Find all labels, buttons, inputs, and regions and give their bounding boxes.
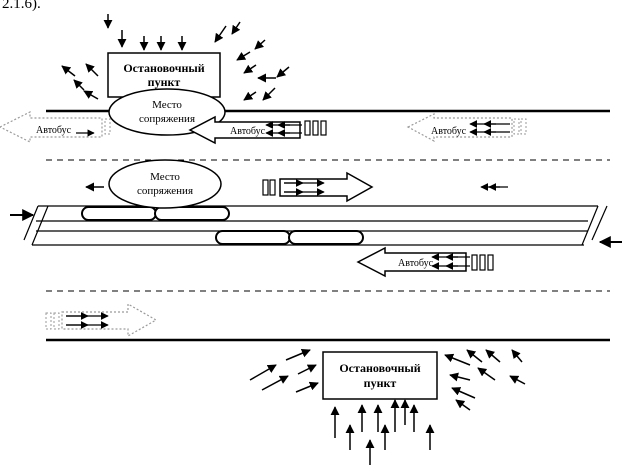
junction-middle-label-line2: сопряжения (137, 185, 193, 197)
stop-bottom-label-line1: Остановочный (339, 361, 420, 375)
junction-middle-label-line1: Место (150, 171, 180, 183)
bus-label-lower: Автобус (398, 258, 434, 269)
page-header-text: 2.1.6). (2, 0, 41, 12)
vehicle-marks-top-ghost-right (513, 118, 527, 135)
stop-bottom-label-line2: пункт (364, 376, 397, 390)
flow-arrows-top-stop (61, 14, 290, 101)
bus-label-top-ghost-right: Автобус (431, 126, 467, 137)
passenger-flow-middle-right (284, 179, 325, 196)
stop-top-label-line2: пункт (148, 75, 181, 89)
bus-label-top-solid: Автобус (230, 126, 266, 137)
junction-ellipse-top (108, 88, 226, 136)
passenger-flow-lower (431, 253, 470, 270)
vehicle-marks-top-ghost-left (104, 118, 111, 135)
junction-ellipse-middle (108, 159, 222, 209)
flow-arrows-bottom-stop (249, 348, 526, 465)
passenger-flow-bottom-ghost (66, 312, 109, 329)
bus-arrow-bottom-ghost (61, 302, 158, 338)
junction-top-label-line2: сопряжения (139, 113, 195, 125)
vehicle-marks-bottom-ghost (45, 312, 60, 330)
stop-bottom-box (322, 351, 438, 400)
passenger-flow-top-ghost-right (469, 120, 510, 136)
tram-vehicle-2 (215, 230, 364, 245)
passenger-flow-top-solid (265, 121, 302, 137)
vehicle-marks-middle-right-bus (262, 179, 276, 196)
bus-arrow-top-ghost-left (0, 111, 103, 143)
stop-top-label-line1: Остановочный (123, 61, 204, 75)
tram-vehicle-1 (81, 206, 230, 221)
bus-label-top-ghost-left: Автобус (36, 125, 72, 136)
bus-arrow-middle-right (279, 171, 374, 203)
vehicle-marks-top-solid (304, 120, 327, 136)
vehicle-marks-lower (471, 254, 494, 271)
junction-top-label-line1: Место (152, 99, 182, 111)
